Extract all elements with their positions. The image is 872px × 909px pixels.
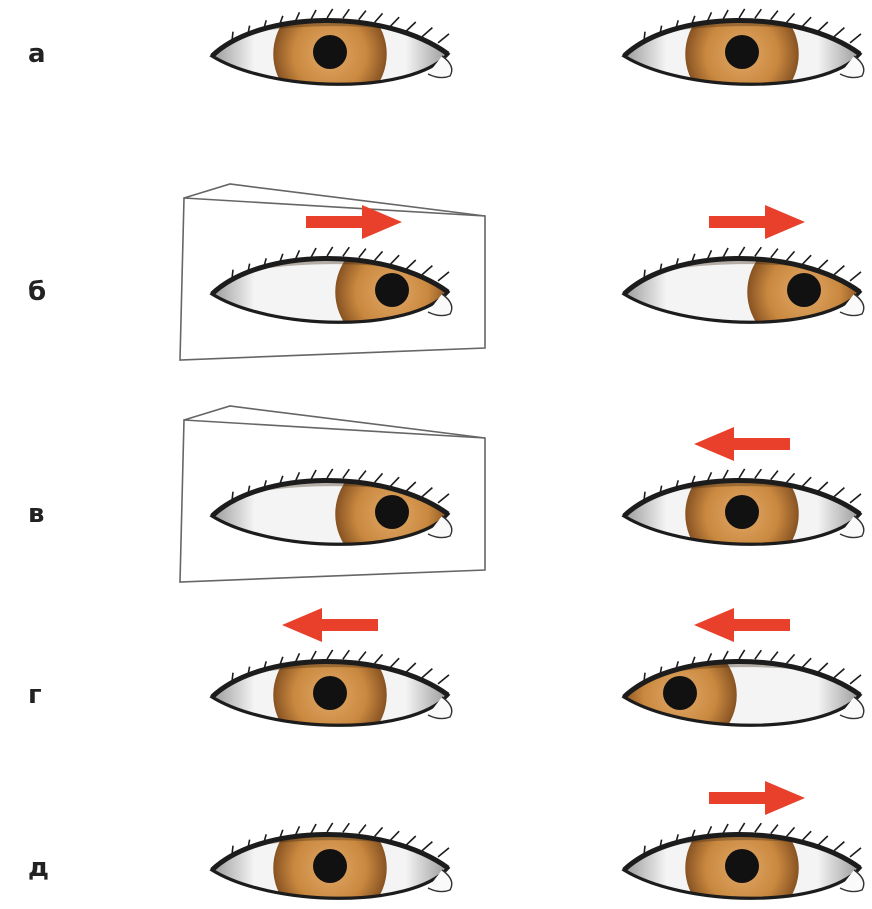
- pupil: [375, 273, 409, 307]
- arrow-right-icon: [709, 205, 805, 239]
- arrow-right-icon: [709, 781, 805, 815]
- right-eye-3: [624, 639, 864, 751]
- row-label: в: [28, 499, 44, 529]
- left-eye-2: [212, 458, 452, 570]
- left-eye-0: [212, 0, 452, 110]
- pupil: [725, 849, 759, 883]
- row-label: а: [28, 39, 46, 69]
- pupil: [725, 35, 759, 69]
- arrow-left-icon: [694, 427, 790, 461]
- arrow-left-icon: [282, 608, 378, 642]
- row-label: б: [28, 277, 46, 307]
- row-label: г: [28, 680, 42, 710]
- right-eye-0: [624, 0, 864, 110]
- pupil: [375, 495, 409, 529]
- left-eye-1: [212, 236, 452, 348]
- left-eye-3: [212, 639, 452, 751]
- pupil: [787, 273, 821, 307]
- left-eye-4: [212, 812, 452, 909]
- pupil: [313, 676, 347, 710]
- pupil: [313, 35, 347, 69]
- row-label: д: [28, 853, 49, 883]
- right-eye-2: [624, 458, 864, 570]
- right-eye-1: [624, 236, 864, 348]
- arrow-left-icon: [694, 608, 790, 642]
- pupil: [663, 676, 697, 710]
- pupil: [725, 495, 759, 529]
- right-eye-4: [624, 812, 864, 909]
- pupil: [313, 849, 347, 883]
